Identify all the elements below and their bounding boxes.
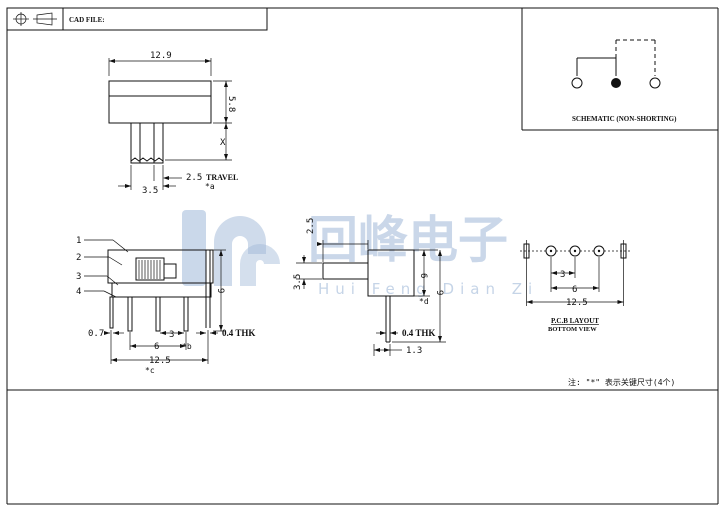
watermark-text: 回峰电子: [308, 211, 508, 269]
front-overall-dim: 12.5: [149, 356, 171, 366]
travel-dim: 2.5: [186, 173, 202, 183]
travel-label: TRAVEL: [206, 173, 238, 182]
side-total-h-dim: 9: [434, 290, 444, 295]
side-lever-dia-dim: 3.5: [293, 274, 303, 290]
schematic-caption: SCHEMATIC (NON-SHORTING): [572, 115, 677, 123]
front-height-dim: 9: [215, 288, 225, 293]
side-thk-dim: 0.4 THK: [402, 328, 435, 338]
side-body-h-dim: 6: [418, 273, 428, 278]
front-view: 1 2 3 4 0.7 3 6: [76, 236, 255, 375]
lever-dim: 3.5: [142, 186, 158, 196]
front-span6-dim: 6: [154, 342, 159, 352]
side-pin-len-dim: 1.3: [406, 346, 422, 356]
watermark: 回峰电子 Hui Feng Dian Zi: [182, 210, 538, 298]
note-b: *b: [182, 342, 192, 351]
pin-width-dim: 0.7: [88, 329, 104, 339]
side-lever-offset-dim: 2.5: [306, 218, 316, 234]
schematic: SCHEMATIC (NON-SHORTING): [521, 8, 718, 131]
pcb-overall-dim: 12.5: [566, 298, 588, 308]
terminal-open-right-icon: [649, 77, 661, 89]
cad-file-label: CAD FILE:: [69, 16, 105, 24]
top-view: 12.9 5.8 X 3.5 2.5 TRAVEL *a: [108, 51, 238, 196]
width-dim: 12.9: [150, 51, 172, 61]
callout-3: 3: [76, 272, 81, 282]
note-d: *d: [419, 297, 429, 306]
side-view: 2.5 3.5 6 9 *d 0.4 THK 1.3: [293, 218, 446, 356]
terminal-common-icon: [611, 78, 621, 88]
pcb-title: P.C.B LAYOUT: [551, 317, 599, 325]
callout-4: 4: [76, 287, 81, 297]
title-block: CAD FILE:: [6, 7, 268, 31]
callout-1: 1: [76, 236, 81, 246]
height-dim: 5.8: [226, 96, 236, 112]
pcb-pitch-dim: 3: [560, 270, 565, 280]
note-c: *c: [145, 366, 155, 375]
front-thk-dim: 0.4 THK: [222, 328, 255, 338]
callout-2: 2: [76, 253, 81, 263]
note-a: *a: [205, 182, 215, 191]
x-dim: X: [220, 138, 226, 148]
watermark-pinyin: Hui Feng Dian Zi: [318, 280, 538, 298]
pcb-layout: 3 6 12.5 P.C.B LAYOUT BOTTOM VIEW: [520, 240, 632, 333]
pcb-span6-dim: 6: [572, 285, 577, 295]
pcb-subtitle: BOTTOM VIEW: [548, 326, 597, 333]
front-pitch-dim: 3: [169, 330, 174, 340]
footnote: 注: "*" 表示关键尺寸(4个): [568, 377, 675, 387]
terminal-open-left-icon: [571, 77, 583, 89]
